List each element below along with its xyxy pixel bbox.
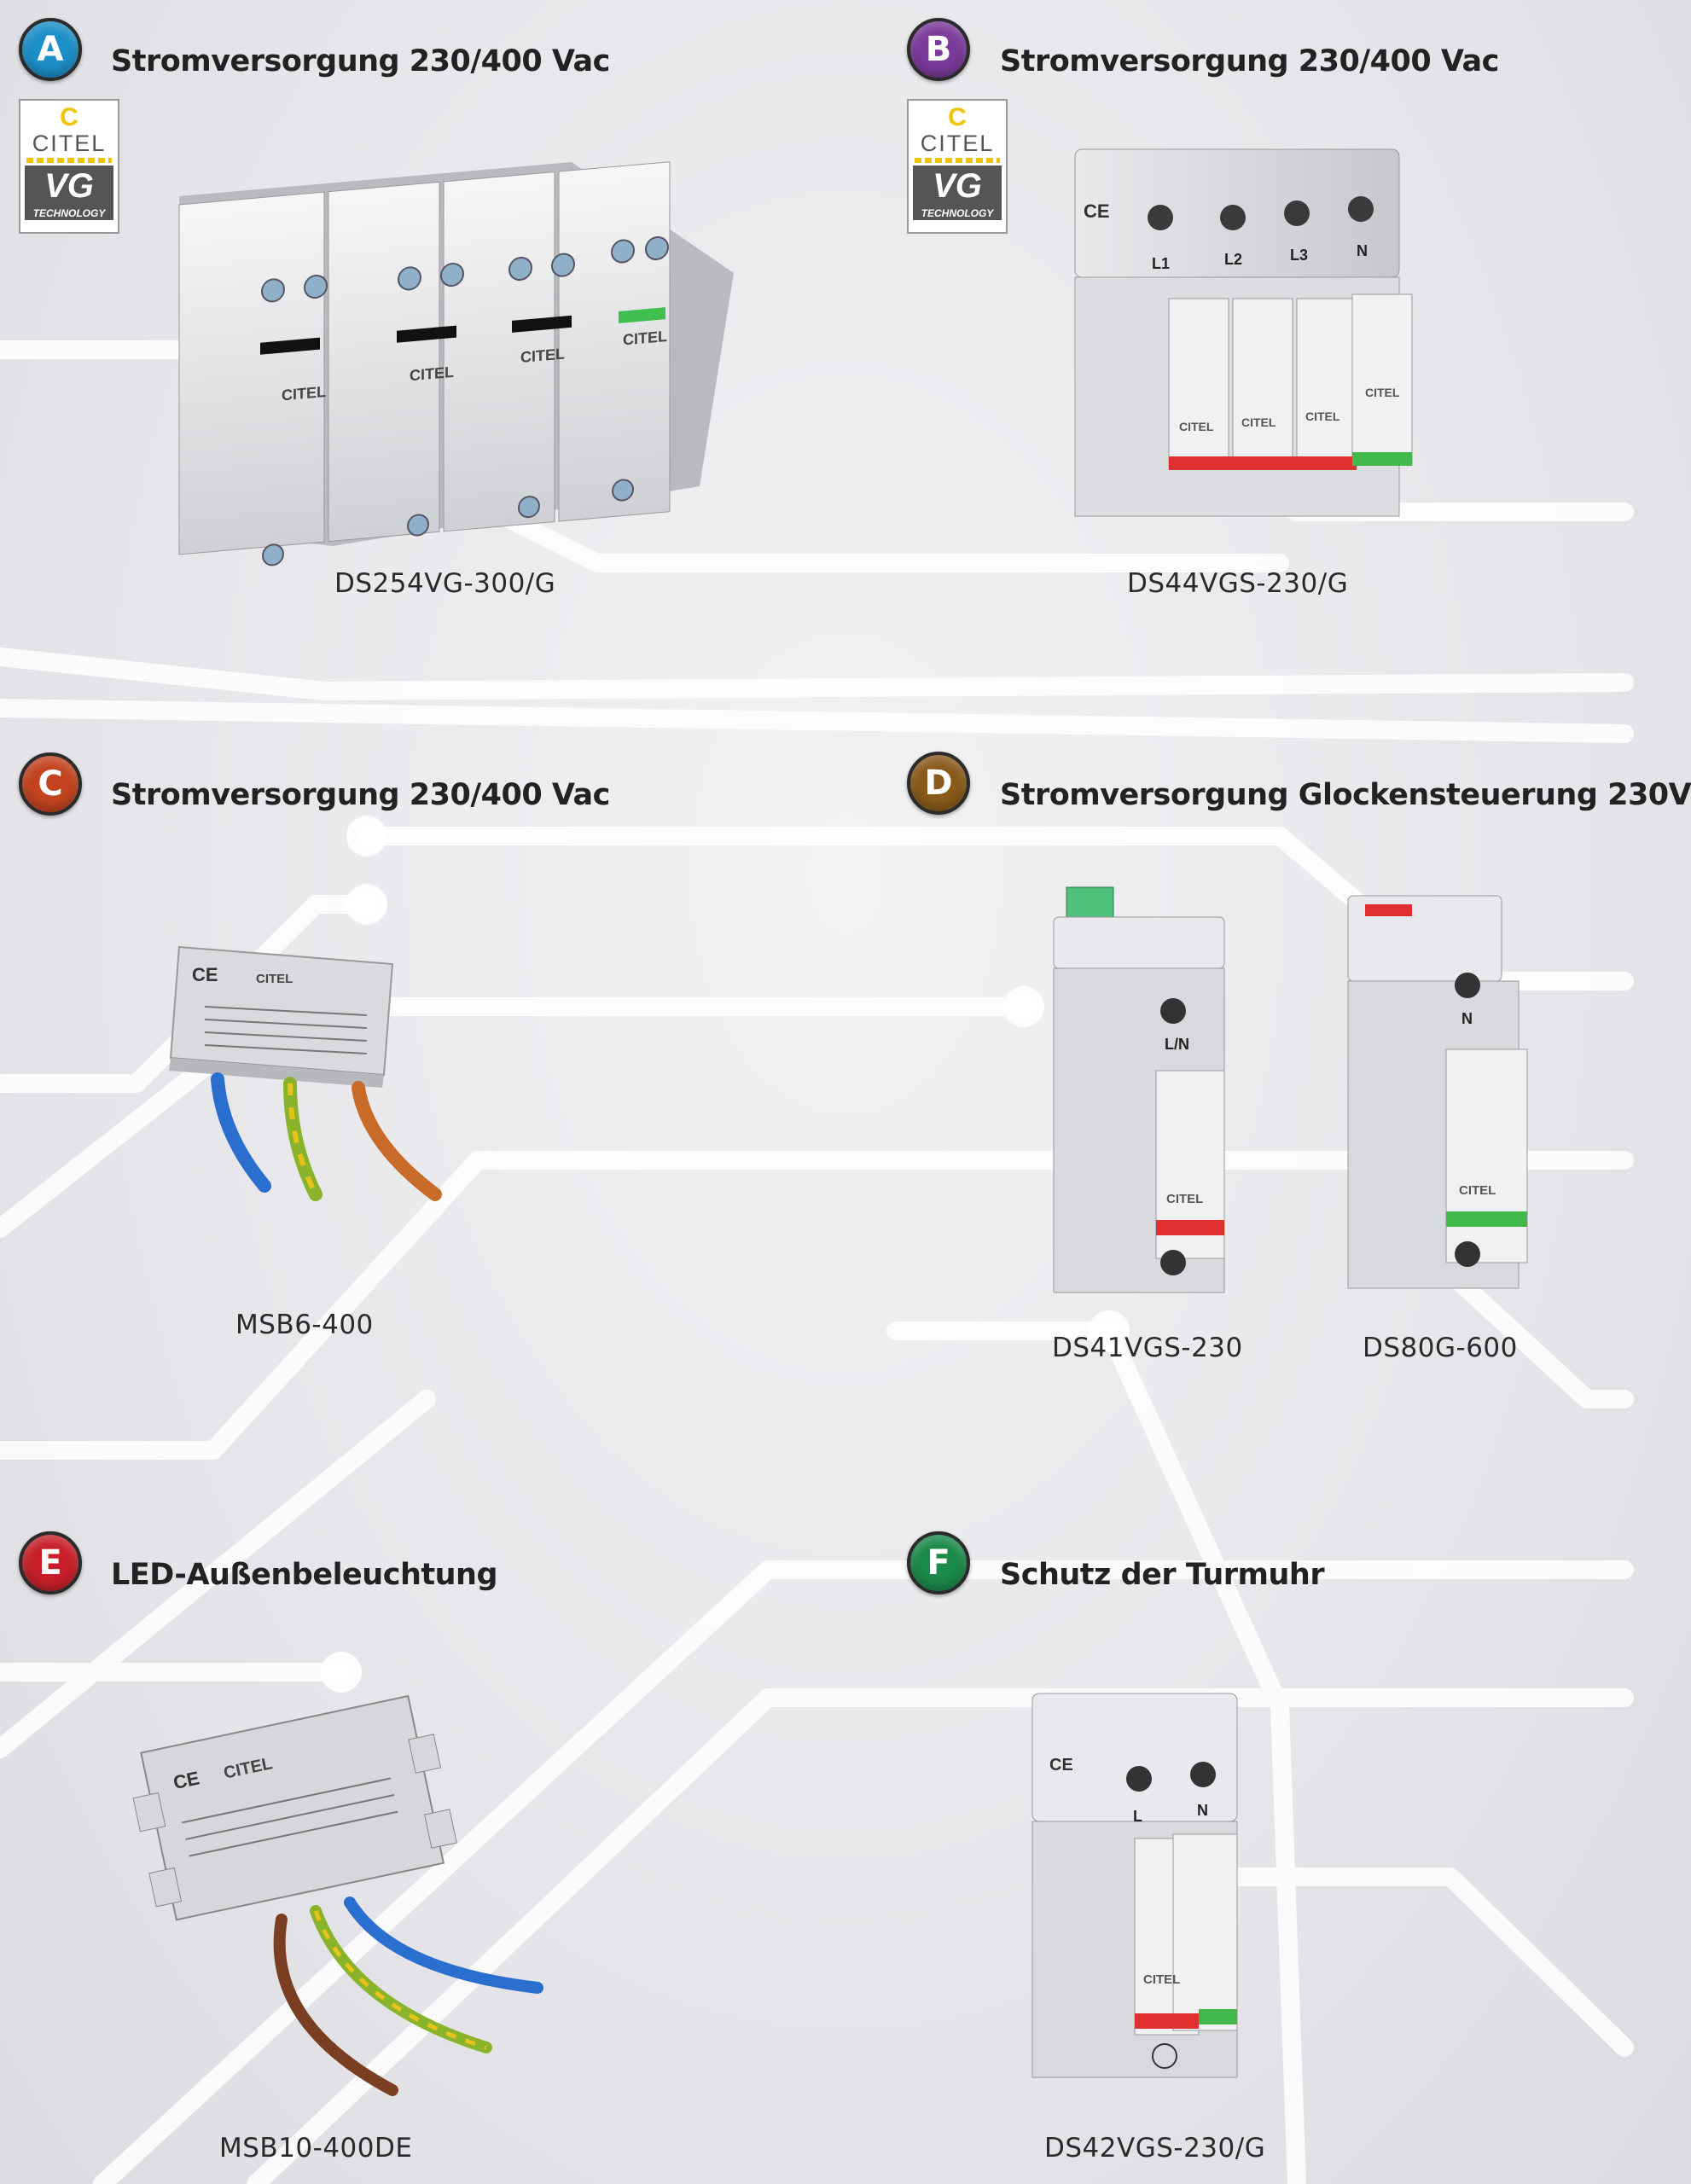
svg-text:CITEL: CITEL xyxy=(1143,1972,1180,1987)
svg-text:CITEL: CITEL xyxy=(623,328,667,349)
product-caption-b: DS44VGS-230/G xyxy=(1127,568,1349,599)
section-b-title: Stromversorgung 230/400 Vac xyxy=(1000,44,1499,78)
svg-text:CITEL: CITEL xyxy=(1166,1192,1203,1206)
product-caption-e: MSB10-400DE xyxy=(219,2133,413,2164)
svg-text:CITEL: CITEL xyxy=(1179,420,1214,433)
product-caption-a: DS254VG-300/G xyxy=(334,568,556,599)
product-image-ds42vgs: CE L N CITEL xyxy=(1031,1693,1238,2078)
badge-f: F xyxy=(907,1531,970,1594)
product-image-ds41vgs: L/N CITEL xyxy=(1053,886,1225,1293)
terminal-ln: L/N xyxy=(1165,1036,1189,1053)
section-e-title: LED-Außenbeleuchtung xyxy=(111,1558,498,1592)
badge-c: C xyxy=(19,752,82,816)
section-f-title: Schutz der Turmuhr xyxy=(1000,1558,1325,1592)
product-caption-c: MSB6-400 xyxy=(235,1310,374,1340)
logo-dots xyxy=(915,158,1000,163)
product-image-msb6: CE CITEL xyxy=(169,945,442,1201)
product-image-ds80g: N CITEL xyxy=(1347,895,1528,1289)
logo-c: C xyxy=(948,103,967,131)
svg-text:CITEL: CITEL xyxy=(1305,410,1340,423)
logo-vg: VG xyxy=(913,166,1002,206)
svg-text:CE: CE xyxy=(1049,1756,1073,1774)
logo-tagline: TECHNOLOGY xyxy=(25,206,113,220)
svg-text:CITEL: CITEL xyxy=(410,363,454,385)
svg-text:CITEL: CITEL xyxy=(1459,1183,1496,1198)
logo-brand: CITEL xyxy=(32,131,107,156)
citel-vg-logo-b: C CITEL VG TECHNOLOGY xyxy=(907,99,1008,234)
terminal-l3: L3 xyxy=(1290,247,1308,264)
section-c-title: Stromversorgung 230/400 Vac xyxy=(111,778,610,812)
logo-brand: CITEL xyxy=(920,131,995,156)
product-image-ds44vgs: L1 L2 L3 N CITEL CITEL CITEL CITEL CE xyxy=(1074,148,1413,517)
badge-a: A xyxy=(19,18,82,81)
svg-text:CITEL: CITEL xyxy=(256,972,293,986)
product-image-ds254vg: CITEL CITEL CITEL CITEL xyxy=(178,161,734,566)
product-caption-d2: DS80G-600 xyxy=(1363,1333,1518,1363)
terminal-l1: L1 xyxy=(1152,255,1170,272)
section-a-title: Stromversorgung 230/400 Vac xyxy=(111,44,610,78)
terminal-n-f: N xyxy=(1197,1802,1208,1819)
terminal-n-d: N xyxy=(1461,1010,1473,1027)
logo-tagline: TECHNOLOGY xyxy=(913,206,1002,220)
badge-d: D xyxy=(907,752,970,815)
svg-text:CE: CE xyxy=(171,1767,201,1793)
logo-dots xyxy=(26,158,112,163)
svg-text:CITEL: CITEL xyxy=(520,345,565,366)
ce-mark: CE xyxy=(1084,200,1110,222)
svg-text:CITEL: CITEL xyxy=(1365,386,1400,399)
product-image-msb10: CE CITEL xyxy=(132,1694,543,2096)
logo-vg: VG xyxy=(25,166,113,206)
svg-text:CE: CE xyxy=(192,964,218,985)
terminal-l-f: L xyxy=(1133,1808,1142,1825)
product-caption-f: DS42VGS-230/G xyxy=(1044,2133,1266,2164)
product-caption-d1: DS41VGS-230 xyxy=(1052,1333,1243,1363)
svg-text:CITEL: CITEL xyxy=(1241,415,1276,429)
device-brand: CITEL xyxy=(282,383,326,404)
terminal-n: N xyxy=(1357,242,1368,259)
terminal-l2: L2 xyxy=(1224,251,1242,268)
badge-e: E xyxy=(19,1531,82,1594)
badge-b: B xyxy=(907,18,970,81)
section-d-title: Stromversorgung Glockensteuerung 230V xyxy=(1000,778,1691,812)
logo-c: C xyxy=(60,103,78,131)
citel-vg-logo-a: C CITEL VG TECHNOLOGY xyxy=(19,99,119,234)
